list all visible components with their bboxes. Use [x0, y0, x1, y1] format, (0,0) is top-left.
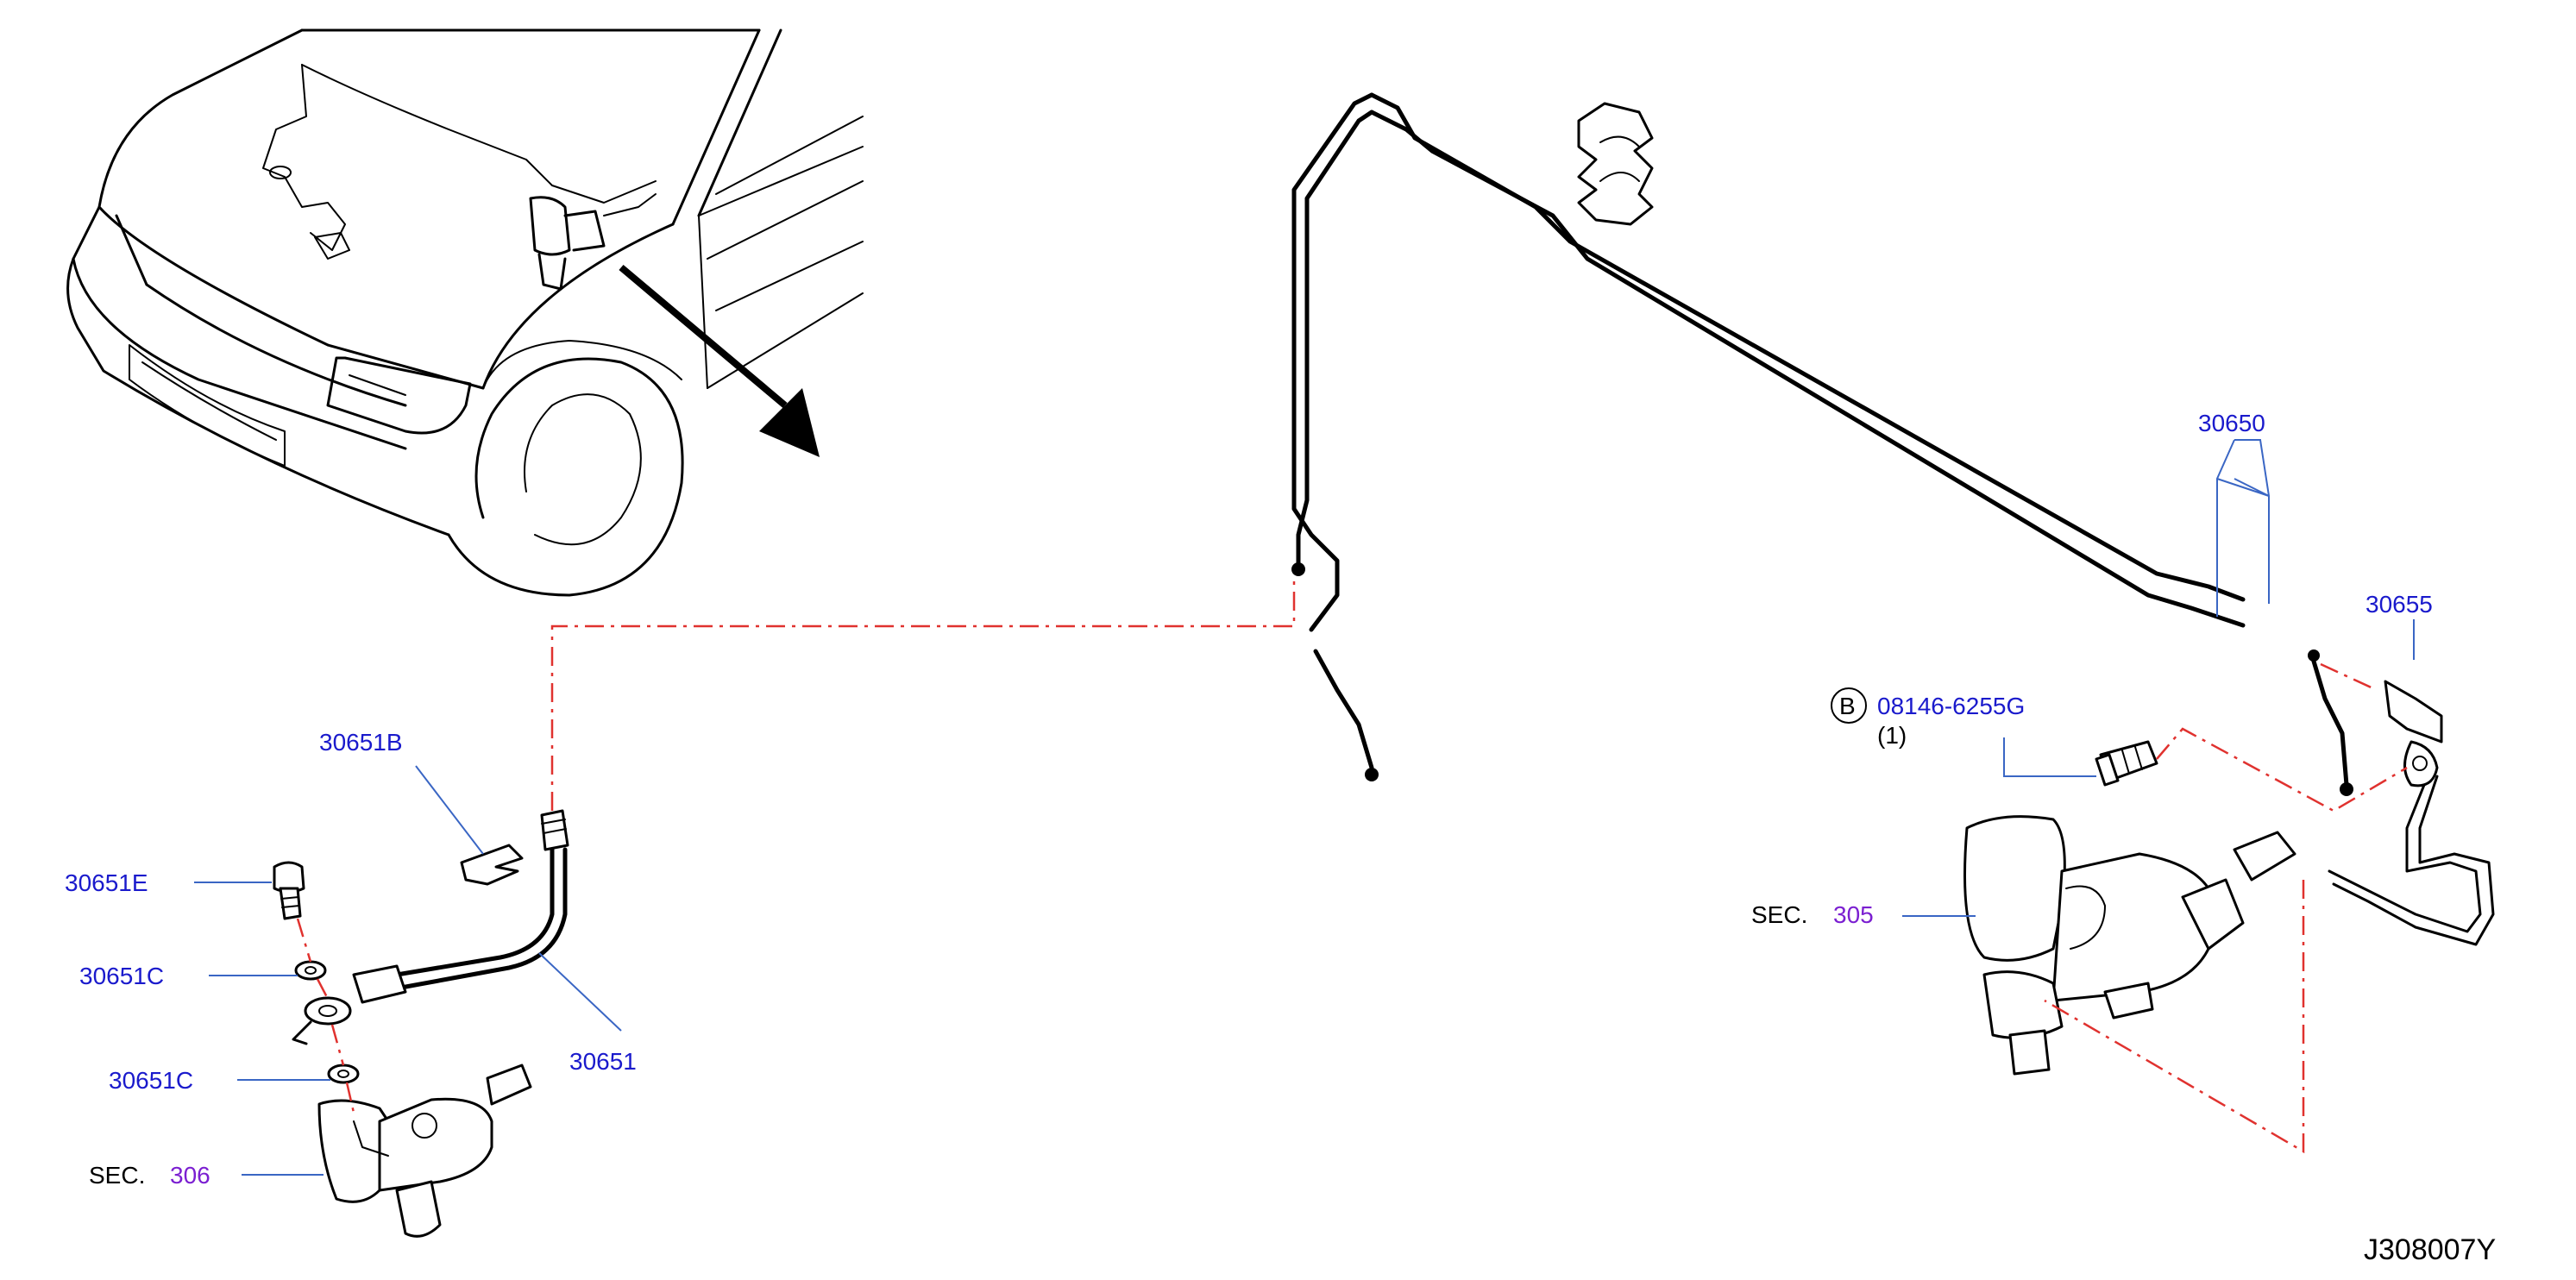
washer-30651c-lower	[327, 1064, 360, 1084]
label-sec-306-prefix: SEC.	[89, 1162, 145, 1189]
vehicle-illustration	[66, 28, 864, 597]
label-30651: 30651	[569, 1048, 637, 1075]
clutch-tube-30650	[1291, 92, 2353, 796]
label-30651e: 30651E	[65, 869, 148, 896]
label-30655: 30655	[2366, 591, 2433, 618]
washer-30651c-upper	[294, 960, 327, 981]
bolt-marker-circle	[1831, 687, 1867, 724]
clip-30651b	[460, 844, 524, 886]
label-30651b: 30651B	[319, 729, 403, 756]
bolt-30651e	[273, 861, 305, 920]
bolt-08146-6255g	[2095, 740, 2158, 787]
bolt-marker-letter: B	[1839, 693, 1856, 719]
tube-clamp	[1577, 102, 1654, 226]
clutch-hose-30651	[292, 809, 569, 1045]
operating-cylinder-sec306	[317, 1064, 532, 1238]
master-cylinder-sec305	[1963, 815, 2296, 1076]
diagram-reference-code: J308007Y	[2364, 1233, 2496, 1266]
label-30650: 30650	[2198, 410, 2265, 436]
bracket-30655	[2328, 680, 2495, 946]
label-sec-306-number: 306	[170, 1162, 210, 1189]
label-bolt-code: 08146-6255G	[1877, 693, 2025, 719]
dashed-connectors	[296, 576, 2408, 1154]
label-sec-305-number: 305	[1833, 901, 1874, 928]
label-30651c-upper: 30651C	[79, 963, 164, 989]
label-30651c-lower: 30651C	[109, 1067, 193, 1094]
label-bolt-qty: (1)	[1877, 722, 1907, 749]
label-sec-305-prefix: SEC.	[1751, 901, 1807, 928]
leader-lines	[194, 439, 2415, 1176]
